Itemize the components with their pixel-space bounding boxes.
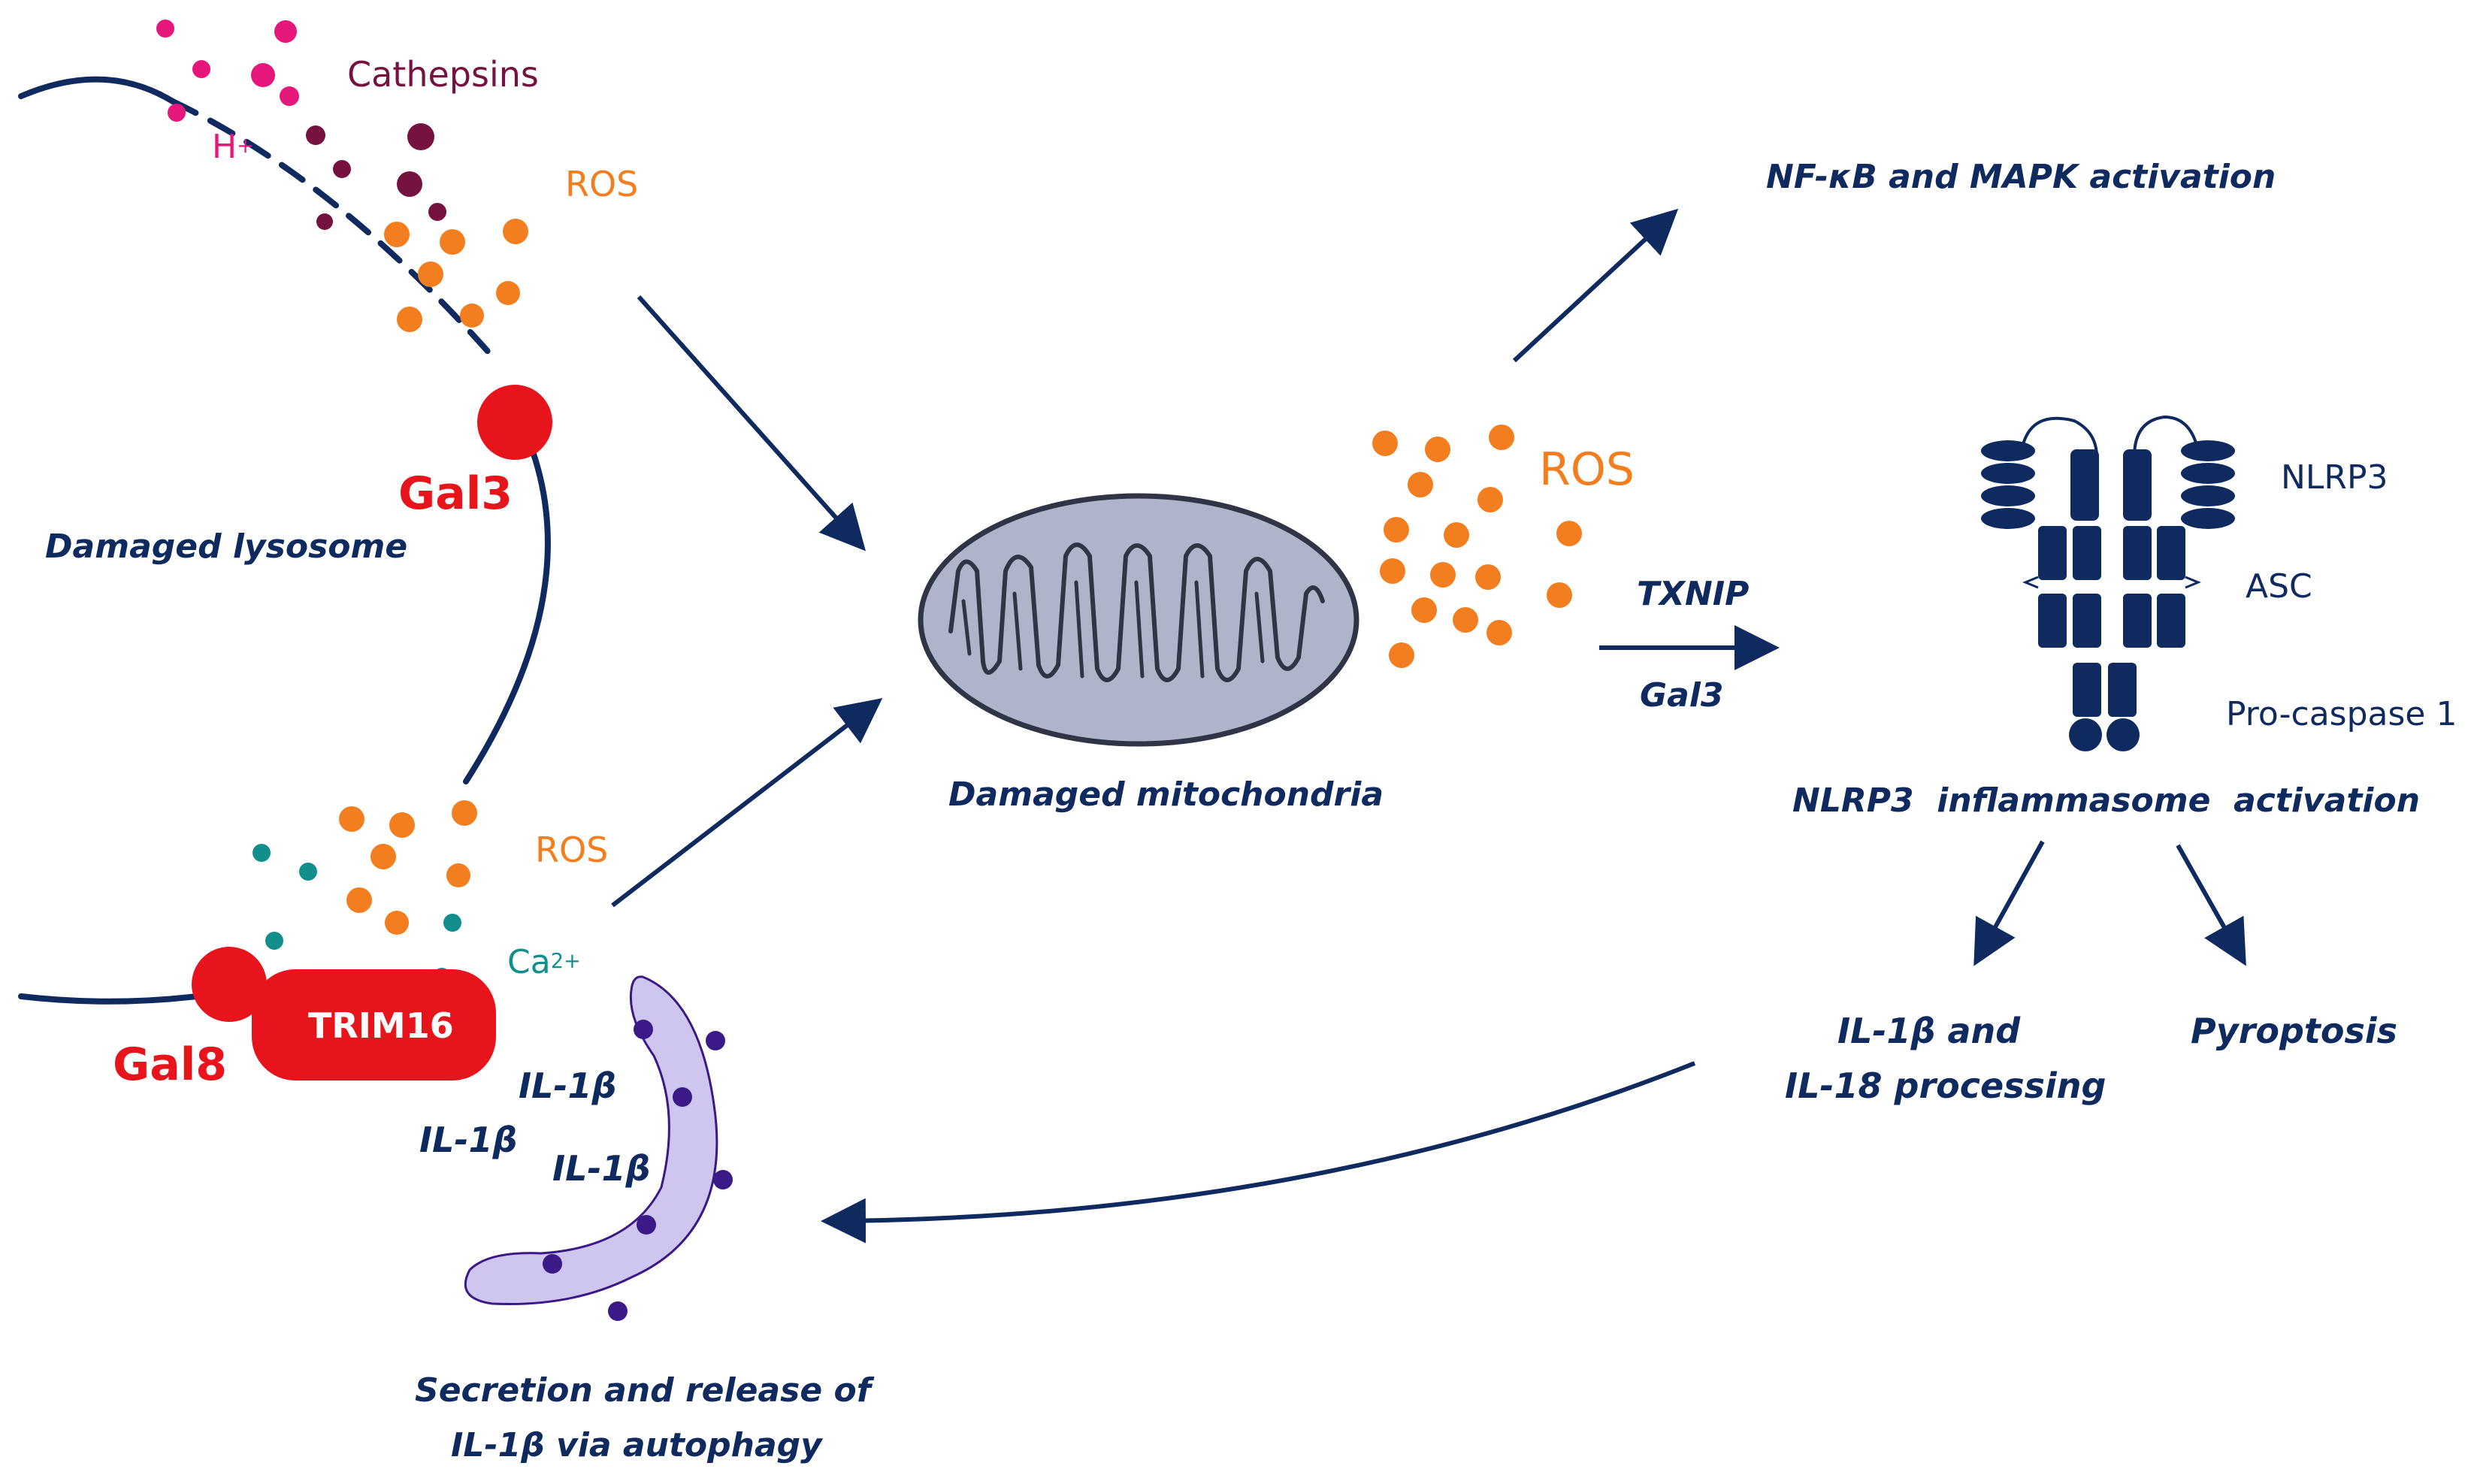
trim16-label: TRIM16: [308, 1005, 454, 1046]
ros-dots-lysosome-bottom: [339, 800, 477, 935]
secretion-label-line1: Secretion and release of: [415, 1371, 871, 1410]
il1b-processing-label-line2: IL-18 processing: [1785, 1065, 2106, 1106]
ros-dots-mitochondria: [1372, 425, 1582, 668]
arrow-to-pyroptosis: [2176, 844, 2246, 966]
asc-label: ASC: [2246, 567, 2312, 606]
lysosome-membrane: [18, 76, 551, 1005]
arrow-to-il1b-processing: [1973, 840, 2045, 966]
il1b-label-3: IL-1β: [552, 1148, 651, 1189]
calcium-dots: [253, 844, 461, 986]
ros-dots-lysosome-top: [384, 219, 528, 332]
arrow-to-nfkb: [1512, 208, 1679, 363]
nlrp3-inflammasome-structure: [1981, 415, 2235, 751]
calcium-symbol: Ca: [507, 943, 551, 981]
mitochondria-cristae: [948, 543, 1325, 682]
ros-label-lysosome-top: ROS: [565, 164, 639, 204]
il1b-label-1: IL-1β: [519, 1065, 617, 1106]
vesicle-dots: [543, 1020, 733, 1321]
gal8-protein: [192, 947, 267, 1022]
il1b-label-2: IL-1β: [419, 1120, 518, 1160]
gal3-protein: [477, 385, 552, 460]
pyroptosis-label: Pyroptosis: [2191, 1011, 2398, 1051]
inflammasome-activation-label: NLRP3 inflammasome activation: [1792, 781, 2421, 820]
txnip-label: TXNIP: [1637, 575, 1750, 613]
ros-label-mitochondria: ROS: [1539, 443, 1635, 496]
gal3-label: Gal3: [398, 467, 513, 520]
secretion-label-line2: IL-1β via autophagy: [451, 1426, 822, 1464]
proton-charge: +: [237, 134, 254, 159]
damaged-lysosome-label: Damaged lysosome: [45, 527, 408, 566]
calcium-charge: 2+: [550, 950, 581, 974]
nlrp3-label: NLRP3: [2281, 458, 2388, 497]
ros-label-lysosome-bottom: ROS: [535, 830, 609, 870]
procaspase-label: Pro-caspase 1: [2226, 695, 2457, 733]
pathway-arrows: [611, 208, 2246, 1244]
mitochondrion: [918, 493, 1359, 747]
proton-symbol: H: [212, 128, 237, 166]
arrow-to-autophagy-secretion: [821, 1061, 1696, 1244]
nfkb-mapk-label: NF-κB and MAPK activation: [1766, 158, 2276, 196]
gal8-label: Gal8: [113, 1038, 228, 1091]
arrow-ros-to-mitochondria: [611, 698, 883, 908]
cathepsin-dots: [306, 123, 446, 230]
damaged-mitochondria-label: Damaged mitochondria: [948, 775, 1384, 814]
arrow-lysosome-to-mitochondria: [637, 295, 866, 552]
il1b-processing-label-line1: IL-1β and: [1837, 1011, 2021, 1051]
proton-label: H+: [212, 128, 254, 166]
gal3-mediator-label: Gal3: [1640, 676, 1724, 715]
calcium-label: Ca2+: [507, 943, 581, 981]
trim16-protein: [252, 969, 496, 1081]
cathepsins-label: Cathepsins: [347, 54, 539, 95]
proton-dots: [156, 20, 299, 122]
